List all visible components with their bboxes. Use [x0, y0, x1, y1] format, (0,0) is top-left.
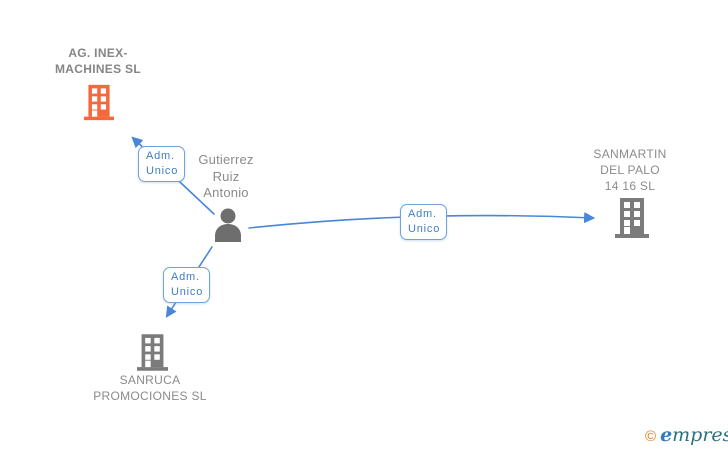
relation-label-line: Unico — [146, 165, 179, 177]
person-name-line: Antonio — [203, 185, 249, 200]
relation-label-line: Adm. — [408, 208, 437, 220]
building-icon[interactable] — [137, 334, 168, 376]
company-name-line: MACHINES SL — [55, 62, 141, 76]
relation-label-line: Unico — [171, 286, 204, 298]
company-name-line: SANMARTIN — [593, 147, 667, 161]
company-name-line: PROMOCIONES SL — [93, 389, 207, 403]
company-name-line: SANRUCA — [119, 373, 181, 387]
company-name-line: 14 16 SL — [604, 179, 656, 193]
brand-initial: e — [660, 424, 673, 446]
building-icon[interactable] — [84, 84, 114, 126]
person-label-gutierrez-ruiz-antonio[interactable]: Gutierrez Ruiz Antonio — [184, 152, 268, 202]
relation-label-line: Unico — [408, 223, 441, 235]
company-name-line: DEL PALO — [600, 163, 660, 177]
person-name-line: Ruiz — [212, 168, 240, 184]
relation-label-adm-unico-3: Adm. Unico — [163, 267, 210, 303]
relation-label-line: Adm. — [146, 150, 175, 162]
company-label-ag-inex-machines[interactable]: AG. INEX- MACHINES SL — [26, 45, 170, 77]
company-name-line: AG. INEX- — [68, 46, 128, 60]
empresia-logo[interactable]: © empresia — [645, 424, 728, 446]
company-label-sanruca-promociones[interactable]: SANRUCA PROMOCIONES SL — [78, 372, 222, 404]
copyright-icon: © — [645, 428, 657, 445]
person-name-line: Gutierrez — [198, 152, 254, 167]
brand-rest: mpresia — [672, 424, 728, 446]
relation-label-line: Adm. — [171, 271, 200, 283]
relation-label-adm-unico-2: Adm. Unico — [400, 204, 447, 240]
relation-label-adm-unico-1: Adm. Unico — [138, 146, 185, 182]
brand-wordmark: empresia — [660, 424, 728, 446]
person-icon[interactable] — [212, 208, 244, 247]
company-label-sanmartin-del-palo[interactable]: SANMARTIN DEL PALO 14 16 SL — [572, 146, 688, 194]
building-icon[interactable] — [615, 198, 649, 243]
